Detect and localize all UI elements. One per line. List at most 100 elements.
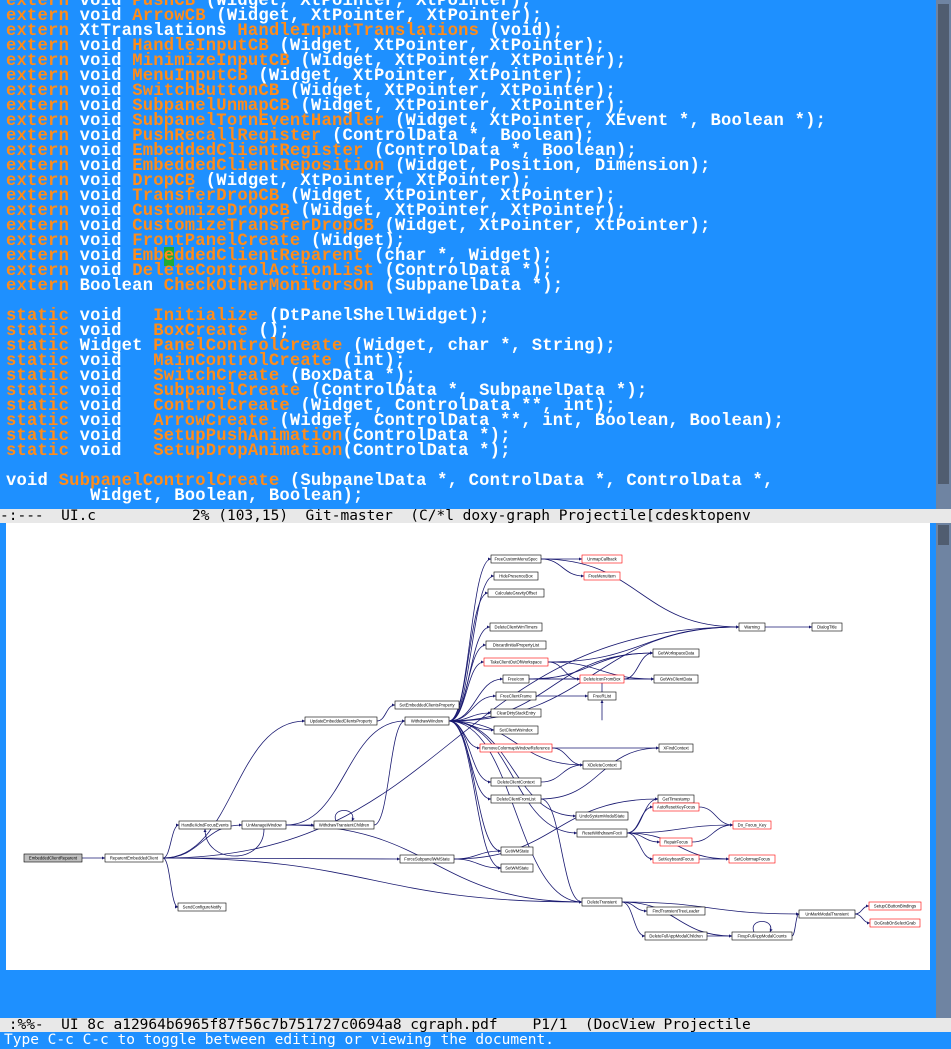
graph-node-label: Warning — [744, 625, 760, 630]
call-edge — [626, 823, 734, 834]
graph-node-label: HidePresenceBox — [499, 574, 533, 579]
code-token: (Widget, ControlData **, int); — [289, 397, 616, 416]
graph-node-box — [581, 897, 623, 907]
code-token: MenuInputCB — [132, 67, 248, 86]
graph-node: XFindContext — [658, 743, 694, 753]
code-token: SubpanelCreate — [153, 382, 301, 401]
graph-node-label: FreeMenuItem — [588, 574, 616, 579]
editor-scroll-thumb[interactable] — [938, 4, 949, 484]
code-token: SwitchCreate — [153, 367, 280, 386]
call-edge — [285, 719, 406, 826]
code-token: HandleInputTranslations — [237, 22, 480, 41]
code-token: void — [79, 0, 133, 11]
code-token: extern — [6, 157, 80, 176]
code-token: Initialize — [153, 307, 259, 326]
code-token: extern — [6, 52, 80, 71]
code-token: ArrowCB — [132, 7, 206, 26]
code-token: CustomizeDropCB — [132, 202, 290, 221]
code-token: TransferDropCB — [132, 187, 280, 206]
call-edge — [626, 832, 654, 861]
code-token: extern — [6, 7, 80, 26]
code-token: DropCB — [132, 172, 196, 191]
graph-node: UndoSystemModalState — [575, 811, 629, 821]
graph-node-label: DeleteClientFromList — [496, 797, 536, 802]
code-token: PushCB — [132, 0, 196, 11]
code-token: (Widget, XtPointer, XtPointer); — [279, 187, 616, 206]
call-edge — [448, 720, 583, 904]
call-edge — [547, 661, 655, 681]
code-token: void — [79, 322, 154, 341]
graph-node-label: SetEmbeddedClientsProperty — [399, 703, 455, 708]
graph-node: UnManageWindow — [241, 820, 287, 830]
code-token: ArrowCreate — [153, 412, 269, 431]
code-token: (Widget, XtPointer, XtPointer); — [289, 97, 627, 116]
code-token: extern — [6, 277, 80, 296]
call-edge — [551, 747, 584, 767]
code-line: extern void PushCB (Widget, XtPointer, X… — [6, 0, 826, 11]
code-line: static void ArrowCreate (Widget, Control… — [6, 412, 826, 431]
code-token: void — [79, 427, 154, 446]
code-line: extern void ArrowCB (Widget, XtPointer, … — [6, 7, 826, 26]
code-token: extern — [6, 247, 80, 266]
code-line: static void MainControlCreate (int); — [6, 352, 826, 371]
graph-node-label: EmbeddedClientReparent — [29, 856, 78, 861]
code-token: (Widget, XtPointer, XtPointer); — [374, 217, 711, 236]
graph-node: RepairFocus — [659, 837, 693, 847]
graph-node-box — [493, 725, 539, 735]
graph-node-box — [869, 918, 921, 928]
code-line: extern void FrontPanelCreate (Widget); — [6, 233, 826, 250]
code-token: void — [79, 247, 133, 266]
graph-node-box — [646, 906, 706, 916]
graph-node: SetupCButtonBindings — [868, 901, 922, 911]
graph-node-box — [177, 902, 227, 912]
graph-node: DoGrabOnSelectGrab — [869, 918, 921, 928]
graph-node-box — [483, 657, 549, 667]
graph-node-box — [738, 622, 766, 632]
call-edge — [162, 719, 306, 859]
code-line: extern void CustomizeTransferDropCB (Wid… — [6, 217, 826, 236]
code-token: BoxCreate — [153, 322, 248, 341]
graph-node: ResetWithdrawnFocii — [576, 828, 628, 838]
viewer-scroll-thumb[interactable] — [938, 525, 949, 545]
graph-node-box — [313, 820, 375, 830]
editor-scrollbar[interactable] — [936, 0, 951, 509]
code-token: static — [6, 397, 80, 416]
code-token: void — [79, 412, 154, 431]
graph-node-box — [868, 901, 922, 911]
call-edge — [162, 823, 180, 859]
code-line: static void BoxCreate (); — [6, 322, 826, 341]
graph-node-box — [575, 811, 629, 821]
pdf-viewer-pane[interactable]: EmbeddedClientReparent ReparentEmbeddedCl… — [0, 523, 936, 1018]
call-edge — [626, 797, 659, 834]
call-edge — [448, 720, 502, 870]
call-edge — [448, 720, 577, 818]
graph-node-box — [493, 571, 539, 581]
viewer-scrollbar[interactable] — [936, 523, 951, 1018]
code-line: extern void HandleInputCB (Widget, XtPoi… — [6, 38, 826, 55]
graph-node-box — [659, 837, 693, 847]
graph-node: SendConfigureNotify — [177, 902, 227, 912]
code-token: MainControlCreate — [153, 352, 332, 371]
graph-node-label: DiscardInitialPropertyList — [493, 643, 540, 648]
graph-node: ReparentEmbeddedClient — [104, 853, 164, 863]
code-token: extern — [6, 172, 80, 191]
source-code[interactable]: extern void PushCB (Widget, XtPointer, X… — [6, 0, 826, 505]
graph-node: Warning — [738, 622, 766, 632]
code-token: void — [79, 52, 133, 71]
call-edge — [453, 797, 659, 860]
code-token: CustomizeTransferDropCB — [132, 217, 375, 236]
call-edge — [540, 558, 585, 578]
code-token: void — [79, 307, 154, 326]
graph-node-box — [652, 854, 700, 864]
code-token: void — [79, 202, 133, 221]
code-token: void — [79, 112, 133, 131]
graph-node-box — [304, 716, 378, 726]
code-token: void — [79, 97, 133, 116]
graph-node: FreeIcon — [502, 674, 530, 684]
minibuffer: Type C-c C-c to toggle between editing o… — [0, 1032, 951, 1049]
code-token: static — [6, 427, 80, 446]
graph-node-label: ForceSubpanelWMState — [404, 857, 450, 862]
code-line: extern void EmbeddedClientReposition (Wi… — [6, 157, 826, 176]
graph-node-label: SetClientWsIndex — [499, 728, 533, 733]
code-editor-pane[interactable]: extern void PushCB (Widget, XtPointer, X… — [0, 0, 936, 509]
